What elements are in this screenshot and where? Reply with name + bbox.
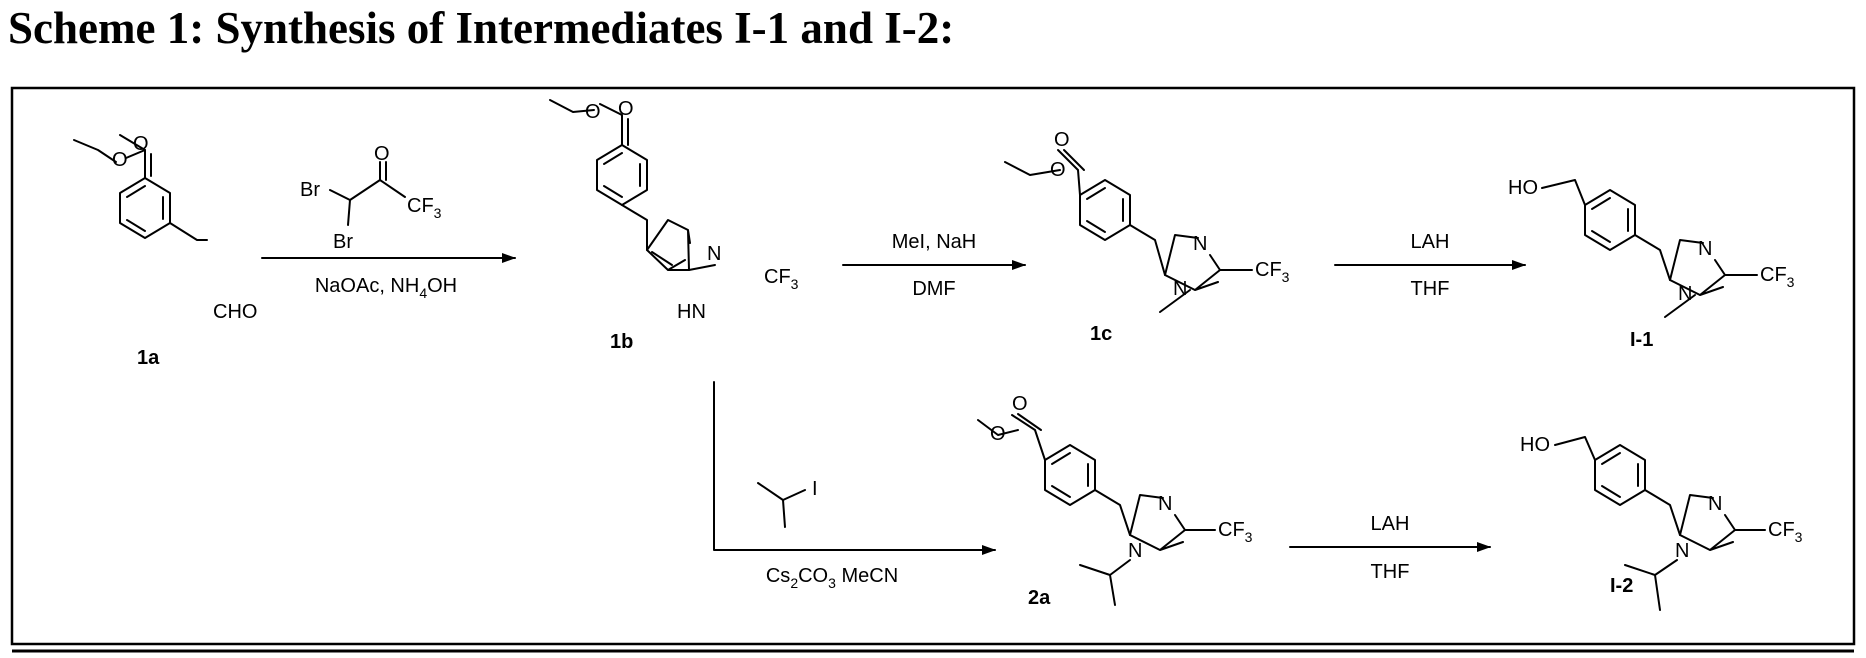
label-2a: 2a [1028,587,1051,609]
label-1c: 1c [1090,323,1112,345]
imidazole-n1-2a: N [1128,540,1142,562]
imidazole-n3-1c: N [1193,233,1207,255]
carbonyl-o-1b: O [618,98,634,120]
cf3-1b: CF3 [764,266,799,292]
hydroxyl-I-2: HO [1520,434,1550,456]
compound-2a: O O N N CF3 2a [978,393,1253,609]
arrow5-reagents-below: THF [1371,561,1410,583]
scheme-frame [12,88,1854,644]
br-1: Br [300,179,320,201]
arrow3-reagents-above: LAH [1411,231,1450,253]
iodine-reagent: I [812,478,818,500]
ketone-o: O [374,143,390,165]
hydroxyl-I-1: HO [1508,177,1538,199]
cf3-I-2: CF3 [1768,519,1803,545]
cf3-I-1: CF3 [1760,264,1795,290]
br-2: Br [333,231,353,253]
carbonyl-o-1a: O [133,133,149,155]
arrow1-reagents-below: NaOAc, NH4OH [315,275,457,301]
compound-I-1: HO N N CF3 I-1 [1508,177,1795,351]
compound-1c: O O N N CF3 1c [1005,129,1290,345]
carbonyl-o-2a: O [1012,393,1028,415]
compound-I-2: HO N N CF3 I-2 [1520,434,1803,610]
compound-1a: O O CHO 1a [74,133,257,369]
ester-o-2a: O [990,423,1006,445]
arrow3-reagents-below: THF [1411,278,1450,300]
imidazole-nh-1b: HN [677,301,706,323]
carbonyl-o-1c: O [1054,129,1070,151]
arrow-1c-to-I-1: LAH THF [1335,231,1525,300]
imidazole-n-1b: N [707,243,721,265]
aldehyde-1a: CHO [213,301,257,323]
imidazole-n3-I-2: N [1708,493,1722,515]
arrow5-reagents-above: LAH [1371,513,1410,535]
arrow-1b-to-2a: Cs2CO3 MeCN [714,382,995,591]
arrow-1a-to-1b: NaOAc, NH4OH [262,258,515,301]
cf3-2a: CF3 [1218,519,1253,545]
ester-o-1b: O [585,101,601,123]
imidazole-n1-1c: N [1173,278,1187,300]
label-1a: 1a [137,347,160,369]
reagent-2-iodopropane: I [758,478,818,527]
arrow2-reagents-below: DMF [912,278,955,300]
cf3-1c: CF3 [1255,259,1290,285]
ester-o-1c: O [1050,159,1066,181]
label-I-2: I-2 [1610,575,1633,597]
imidazole-n3-2a: N [1158,493,1172,515]
ester-o-1a: O [112,149,128,171]
arrow4-reagents-below: Cs2CO3 MeCN [766,565,898,591]
reagent-dibromo-ketone: Br Br O CF3 [300,143,442,253]
arrow-2a-to-I-2: LAH THF [1290,513,1490,583]
imidazole-n3-I-1: N [1698,238,1712,260]
arrow2-reagents-above: MeI, NaH [892,231,976,253]
label-I-1: I-1 [1630,329,1653,351]
imidazole-n1-I-2: N [1675,540,1689,562]
arrow-1b-to-1c: MeI, NaH DMF [843,231,1025,300]
compound-1b: O O N HN CF3 1b [550,98,799,353]
cf3-reagent: CF3 [407,195,442,221]
imidazole-n1-I-1: N [1678,283,1692,305]
label-1b: 1b [610,331,633,353]
